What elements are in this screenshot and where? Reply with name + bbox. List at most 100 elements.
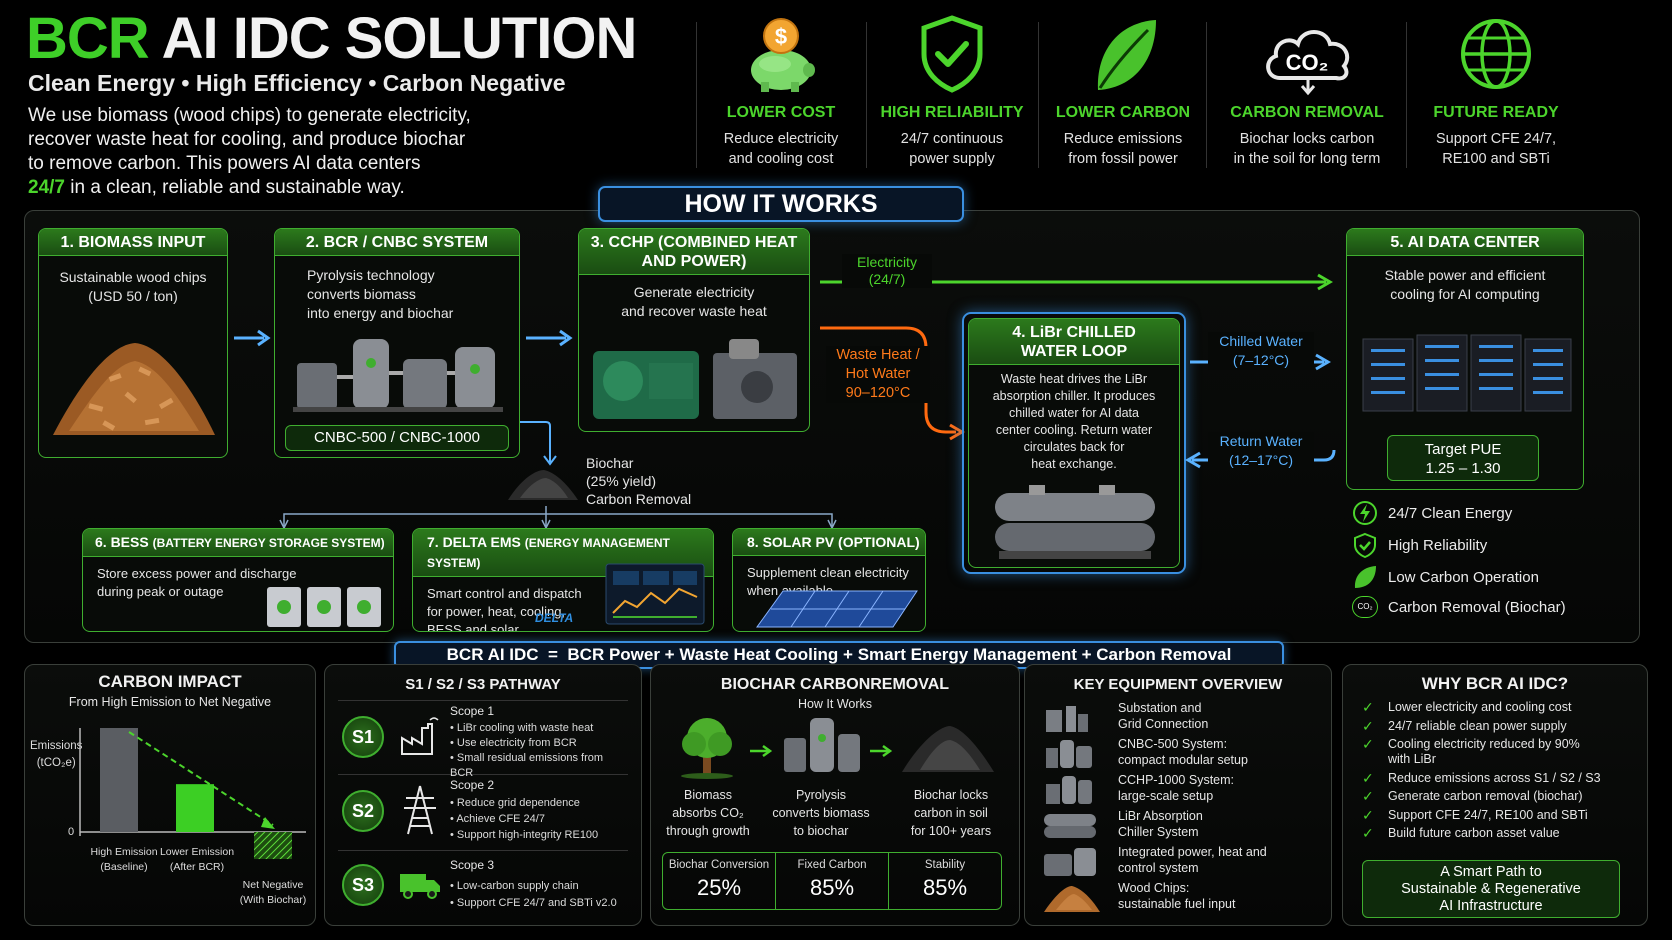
step-solar-pv: 8. SOLAR PV (OPTIONAL) Supplement clean … xyxy=(732,528,926,632)
biochar-step: Biomass absorbs CO₂ through growth xyxy=(666,788,750,838)
equipment-item: CNBC-500 System:compact modular setup xyxy=(1040,736,1324,772)
benefit-line: Reduce electricity xyxy=(723,131,839,147)
why-item: ✓Support CFE 24/7, RE100 and SBTi xyxy=(1362,806,1588,823)
arrow-right-icon xyxy=(234,329,271,347)
page-subtitle: Clean Energy • High Efficiency • Carbon … xyxy=(28,70,566,96)
scope-badge: S2 xyxy=(342,790,384,832)
step-libr-outer xyxy=(962,312,1186,574)
benefit-line: Biochar locks carbon xyxy=(1239,131,1375,147)
why-item: ✓24/7 reliable clean power supply xyxy=(1362,717,1567,734)
divider xyxy=(338,774,628,775)
scope-badge: S1 xyxy=(342,716,384,758)
divider xyxy=(696,22,697,168)
power-tower-icon xyxy=(404,785,436,835)
delta-logo: DELTA xyxy=(535,611,574,625)
feature-item: 24/7 Clean Energy xyxy=(1352,500,1512,526)
benefit-line: 24/7 continuous xyxy=(900,131,1004,147)
pyrolysis-machine-icon xyxy=(293,339,503,412)
title-rest: AI IDC SOLUTION xyxy=(148,6,638,71)
step-title: 3. CCHP (COMBINED HEAT AND POWER) xyxy=(579,229,809,275)
step-title: 4. LiBr CHILLED WATER LOOP xyxy=(969,319,1179,365)
divider xyxy=(1038,22,1039,168)
shield-check-icon xyxy=(921,15,983,93)
return-water-label: Return Water (12–17°C) xyxy=(1208,432,1314,470)
divider xyxy=(338,850,628,851)
step-delta-ems: 7. DELTA EMS (ENERGY MANAGEMENT SYSTEM) … xyxy=(412,528,714,632)
chiller-icon xyxy=(995,485,1155,559)
waste-heat-label: Waste Heat / Hot Water 90–120°C xyxy=(826,346,930,403)
benefit-line: Reduce emissions xyxy=(1063,131,1183,147)
check-icon: ✓ xyxy=(1362,788,1374,804)
scope-title: Scope 1 xyxy=(450,704,495,718)
divider xyxy=(866,22,867,168)
bar-2 xyxy=(176,784,214,832)
bar-1 xyxy=(100,728,138,832)
bar-label: High Emission (Baseline) xyxy=(90,846,158,873)
step-title: 2. BCR / CNBC SYSTEM xyxy=(275,229,519,256)
intro-line: We use biomass (wood chips) to generate … xyxy=(28,105,471,126)
biochar-title: BIOCHAR CARBONREMOVAL xyxy=(720,676,950,693)
truck-icon xyxy=(400,874,440,899)
why-item: ✓Reduce emissions across S1 / S2 / S3 xyxy=(1362,769,1601,786)
step-title: 6. BESS (BATTERY ENERGY STORAGE SYSTEM) xyxy=(83,529,393,557)
intro-highlight: 24/7 xyxy=(28,177,65,198)
chart-zero-label: 0 xyxy=(68,826,75,838)
shield-icon xyxy=(1354,532,1376,559)
trend-arrowhead xyxy=(261,817,275,830)
stat-cell: Stability 85% xyxy=(922,859,968,900)
dashboard-icon xyxy=(605,563,705,625)
biochar-panel xyxy=(650,664,1020,926)
intro-line: 24/7 in a clean, reliable and sustainabl… xyxy=(28,177,405,198)
why-list: ✓Lower electricity and cooling cost ✓24/… xyxy=(1362,700,1642,845)
step-biomass-input: 1. BIOMASS INPUT Sustainable wood chips … xyxy=(38,228,228,458)
benefit-line: power supply xyxy=(909,151,995,167)
bar-3 xyxy=(254,832,292,860)
benefit-line: Support CFE 24/7, xyxy=(1435,131,1557,147)
step-title: 5. AI DATA CENTER xyxy=(1347,229,1583,256)
battery-icon xyxy=(267,587,381,627)
arrow-right-icon xyxy=(870,744,893,758)
model-badge: CNBC-500 / CNBC-1000 xyxy=(285,425,509,451)
biochar-step: Pyrolysis converts biomass to biochar xyxy=(772,788,870,838)
benefit-title: HIGH RELIABILITY xyxy=(880,104,1024,121)
benefit-title: LOWER COST xyxy=(726,104,836,121)
divider xyxy=(1406,22,1407,168)
target-pue: Target PUE 1.25 – 1.30 xyxy=(1387,435,1539,481)
divider xyxy=(1206,22,1207,168)
generator-icon xyxy=(593,339,797,419)
lightning-icon xyxy=(1353,501,1377,525)
scope-title: Scope 2 xyxy=(450,778,495,792)
wood-chips-small-icon xyxy=(1044,886,1100,912)
scope-title: Scope 3 xyxy=(450,858,495,872)
feature-item: CO₂ Carbon Removal (Biochar) xyxy=(1352,596,1566,618)
svg-text:$: $ xyxy=(775,24,787,49)
globe-icon xyxy=(1461,19,1531,89)
equipment-item: CCHP-1000 System:large-scale setup xyxy=(1040,772,1324,808)
leaf-icon xyxy=(1097,20,1156,90)
intro-line: recover waste heat for cooling, and prod… xyxy=(28,129,466,150)
check-icon: ✓ xyxy=(1362,769,1374,786)
carbon-impact-subtitle: From High Emission to Net Negative xyxy=(68,695,272,709)
biochar-step: Biochar locks carbon in soil for 100+ ye… xyxy=(910,788,992,838)
title-brand: BCR xyxy=(26,6,150,71)
co2-cloud-icon xyxy=(1266,30,1350,96)
why-title: WHY BCR AI IDC? xyxy=(1421,674,1569,693)
stat-cell: Biochar Conversion 25% xyxy=(663,853,776,909)
bar-label: Net Negative (With Biochar) xyxy=(239,879,307,906)
tree-icon xyxy=(681,718,733,779)
stat-cell: Fixed Carbon 85% xyxy=(776,853,889,909)
step-title: 8. SOLAR PV (OPTIONAL) xyxy=(733,529,925,556)
arrow-right-icon xyxy=(750,744,773,758)
why-item: ✓Lower electricity and cooling cost xyxy=(1362,699,1572,715)
benefit-line: in the soil for long term xyxy=(1233,151,1381,167)
cnbc-unit-icon xyxy=(1046,740,1092,768)
benefit-line: and cooling cost xyxy=(728,151,834,167)
scope-row: S1 Scope 1 • LiBr cooling with waste hea… xyxy=(338,704,628,779)
equipment-item: Wood Chips:sustainable fuel input xyxy=(1040,880,1324,916)
biochar-label: Biochar (25% yield) Carbon Removal xyxy=(586,455,692,507)
step-bess: 6. BESS (BATTERY ENERGY STORAGE SYSTEM) … xyxy=(82,528,394,632)
biochar-subtitle: How It Works xyxy=(797,697,873,711)
benefit-title: FUTURE READY xyxy=(1433,104,1559,121)
